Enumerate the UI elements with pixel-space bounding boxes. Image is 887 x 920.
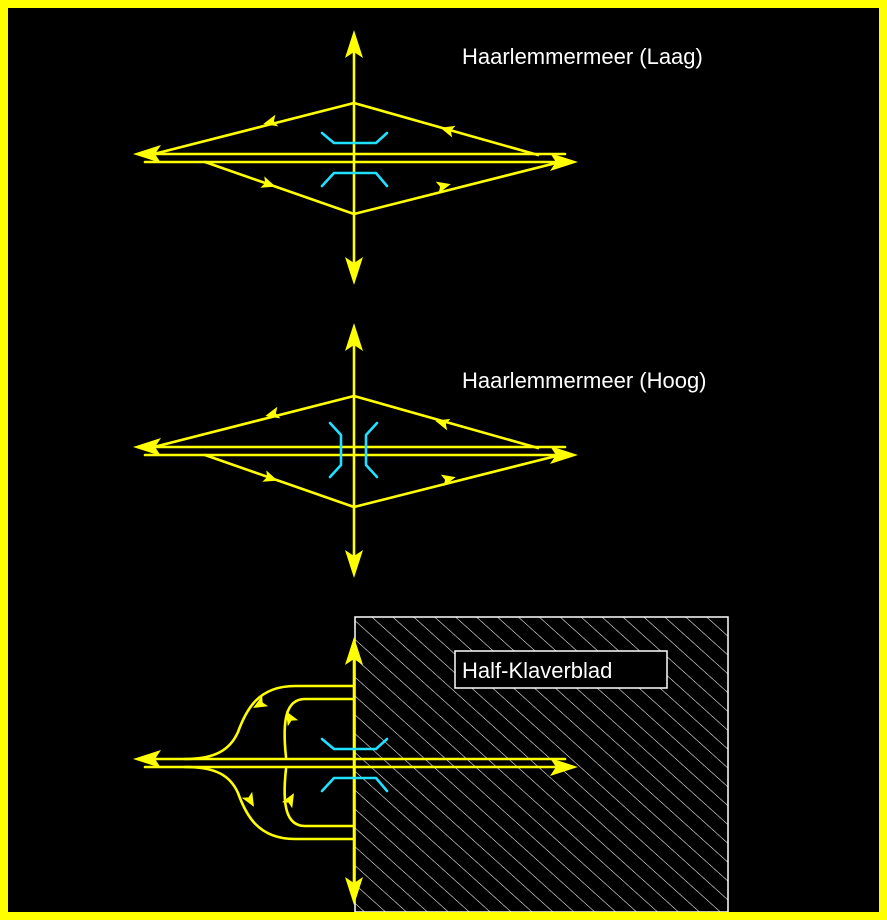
arrow-south-icon [345,877,363,905]
ramp-arrow-icon [262,470,278,482]
interchange-half-klaverblad: Half-Klaverblad [133,616,729,912]
arrow-south-icon [345,550,363,578]
arrow-east-icon [550,758,578,776]
arrow-north-icon [345,323,363,351]
outer-ramp-north [183,684,356,761]
bridge-parapet-west [328,421,343,479]
ramp-nw [148,101,356,157]
arrow-north-icon [345,637,363,665]
ramp-sw [203,453,356,509]
bridge-parapet-north [320,131,389,145]
ramp-arrow-icon [265,406,281,419]
diagram-label-laag: Haarlemmermeer (Laag) [462,44,703,69]
diagram-label-hoog: Haarlemmermeer (Hoog) [462,368,707,393]
ramp-arrow-icon [253,695,269,708]
ramp-sw [203,160,356,216]
outer-ramp-south [183,765,356,841]
ramp-arrow-icon [286,711,299,727]
arrow-west-icon [133,438,161,456]
loop-ramp-south [283,767,356,828]
arrow-east-icon [550,446,578,464]
loop-ramp-north [283,697,356,759]
arrow-west-icon [133,750,161,768]
bridge-parapet-south [320,171,389,188]
arrow-east-icon [550,153,578,171]
bridge-parapet-south [320,776,389,793]
ramp-arrow-icon [260,176,276,188]
ramp-arrow-icon [281,793,294,809]
bridge-parapet-east [364,421,379,479]
bridge-parapet-north [320,737,389,751]
diagram-label-half-klaverblad: Half-Klaverblad [462,658,612,683]
ramp-arrow-icon [440,474,456,487]
ramp-se [352,160,562,216]
interchange-laag: Haarlemmermeer (Laag) [133,30,703,285]
ramp-nw [148,394,356,450]
arrow-west-icon [133,145,161,163]
ramp-se [352,453,562,509]
arrow-north-icon [345,30,363,58]
interchange-hoog: Haarlemmermeer (Hoog) [133,323,707,578]
ramp-arrow-icon [241,791,254,807]
label-box [454,650,668,689]
arrow-south-icon [345,257,363,285]
ramp-arrow-icon [263,114,279,127]
ramp-arrow-icon [435,181,451,194]
interchange-diagrams: Haarlemmermeer (Laag) Haarlemmermeer (Ho… [133,30,729,912]
ramp-arrow-icon [440,125,456,138]
ramp-arrow-icon [435,418,451,431]
